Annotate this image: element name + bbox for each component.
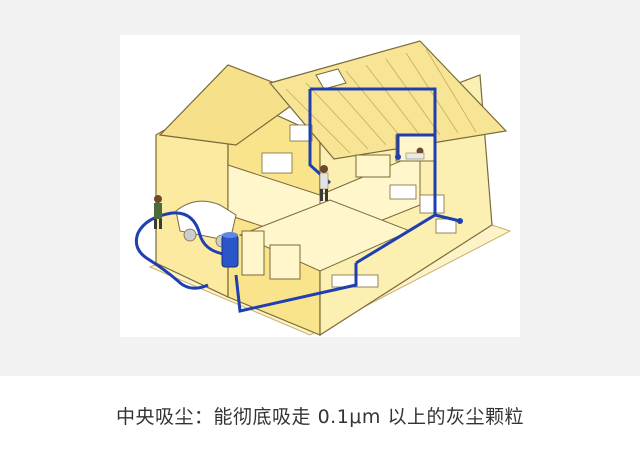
image-area (0, 0, 640, 376)
house-illustration-panel (120, 35, 520, 337)
main-roof (268, 40, 508, 160)
person-figure (154, 195, 162, 229)
person-figure (405, 147, 425, 160)
pipe-outlet (395, 154, 401, 160)
caption-text: 中央吸尘：能彻底吸走 0.1μm 以上的灰尘颗粒 (116, 405, 524, 428)
vacuum-pipe (134, 87, 461, 313)
roof-window (315, 68, 347, 90)
pipe-outlet (457, 218, 463, 224)
house-illustration (134, 40, 512, 337)
caption-bar: 中央吸尘：能彻底吸走 0.1μm 以上的灰尘颗粒 (0, 376, 640, 454)
vacuum-unit (221, 232, 239, 268)
furniture (261, 124, 457, 288)
person-figure (319, 165, 329, 201)
